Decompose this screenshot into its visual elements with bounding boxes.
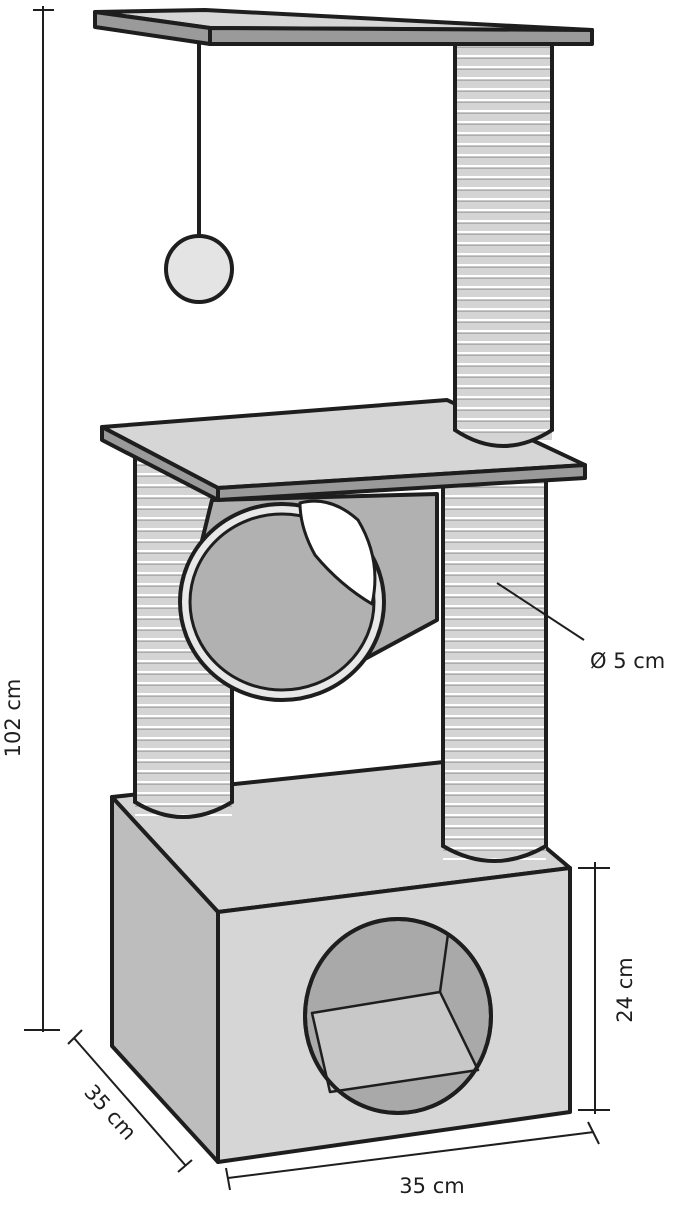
box-entrance-hole	[303, 917, 493, 1115]
hole-floor	[310, 990, 480, 1094]
depth-dimension-line	[67, 1029, 193, 1173]
middle-platform-front-edge	[216, 463, 587, 502]
tunnel	[178, 492, 439, 702]
ball	[164, 234, 234, 304]
tall-scratching-post	[453, 40, 554, 448]
box-height-dimension-line	[578, 862, 610, 1114]
width-dimension-line	[225, 1121, 600, 1191]
hanging-toy-ball	[164, 44, 234, 304]
tunnel-far-opening	[298, 499, 377, 606]
post-diameter-label: Ø 5 cm	[590, 649, 665, 673]
depth-label: 35 cm	[79, 1080, 141, 1145]
box-height-label: 24 cm	[613, 957, 637, 1022]
height-dimension-line	[24, 6, 60, 1032]
right-front-scratching-post	[441, 470, 548, 863]
top-platform	[93, 8, 594, 46]
top-platform-front-edge	[208, 26, 594, 46]
diameter-leader-line	[496, 582, 585, 641]
total-height-label: 102 cm	[1, 679, 25, 758]
width-label: 35 cm	[399, 1174, 464, 1198]
